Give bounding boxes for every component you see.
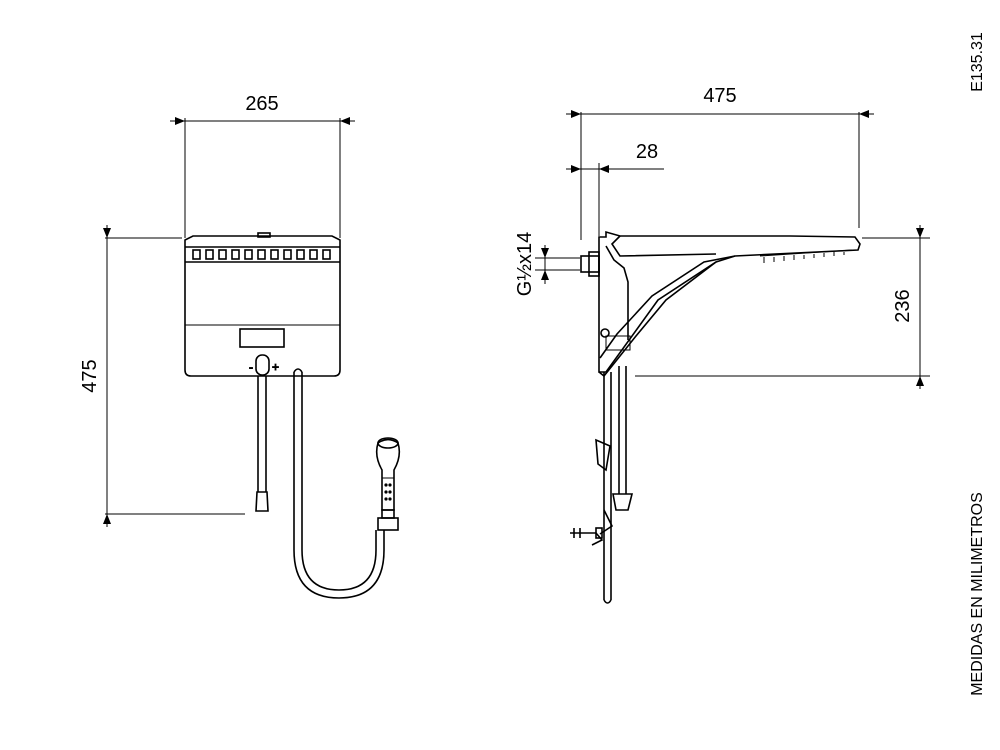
svg-text:-: -	[249, 360, 253, 374]
thread-dimension: G½x14	[514, 232, 580, 296]
side-drop-dimension: 236	[635, 225, 930, 389]
units-note: MEDIDAS EN MILIMETROS	[969, 492, 986, 696]
temperature-knob	[255, 354, 270, 376]
side-offset-dimension: 28	[566, 141, 664, 236]
front-view: 265 475	[79, 93, 401, 599]
supply-pipe-side	[570, 366, 634, 604]
hand-shower-hose	[293, 368, 385, 599]
supply-pipe-front	[255, 376, 269, 512]
front-width-label: 265	[245, 93, 278, 115]
vent-slots	[192, 249, 331, 260]
side-view: 475 28 G½x14 236	[514, 85, 930, 604]
svg-text:+: +	[272, 360, 279, 374]
shower-head-side	[598, 230, 861, 378]
front-width-dimension: 265	[170, 93, 355, 238]
front-height-dimension: 475	[79, 225, 245, 527]
inlet-fitting	[580, 251, 600, 277]
display-window	[239, 328, 285, 348]
thread-label: G½x14	[514, 232, 536, 296]
drawing-code: E135.31	[969, 32, 986, 92]
side-drop-label: 236	[892, 289, 914, 322]
side-depth-dimension: 475	[566, 85, 874, 240]
side-offset-label: 28	[636, 141, 658, 163]
shower-head-front: - +	[184, 232, 341, 377]
front-height-label: 475	[79, 359, 101, 392]
hand-shower	[375, 437, 401, 531]
side-depth-label: 475	[703, 85, 736, 107]
